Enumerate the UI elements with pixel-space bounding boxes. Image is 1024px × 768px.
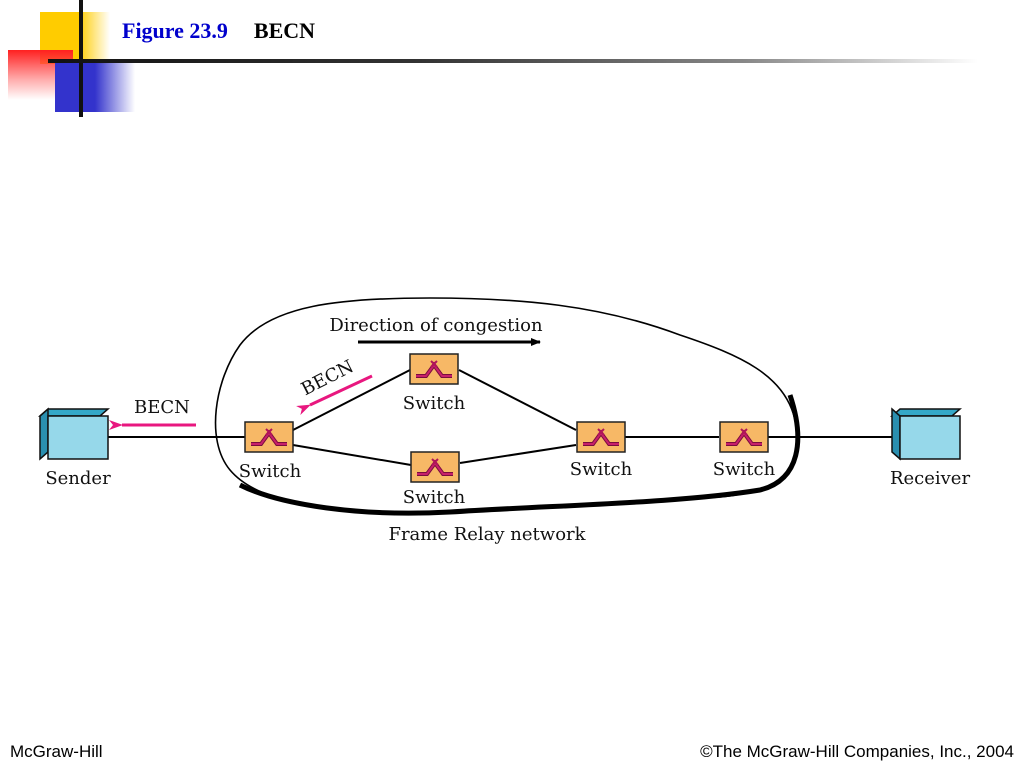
- link-switch1-switch2: [292, 369, 411, 431]
- decor-blue-square: [55, 62, 135, 112]
- link-switch1-switch3: [292, 444, 412, 466]
- receiver-label: Receiver: [890, 468, 971, 489]
- switch-3-icon: [409, 450, 461, 484]
- becn-inside-label: BECN: [298, 356, 357, 400]
- footer-copyright: ©The McGraw-Hill Companies, Inc., 2004: [700, 742, 1014, 761]
- decor-vertical-line: [79, 0, 83, 117]
- becn-inside-arrow: [296, 374, 373, 416]
- direction-of-congestion-label: Direction of congestion: [329, 315, 543, 336]
- receiver-host-icon: [890, 407, 962, 461]
- switch-2-label: Switch: [403, 393, 466, 414]
- becn-outside-label: BECN: [134, 397, 190, 418]
- figure-title: BECN: [253, 18, 316, 43]
- sender-host-icon: [38, 407, 110, 461]
- switch-1-icon: [243, 420, 295, 454]
- link-switch3-switch4: [459, 444, 577, 464]
- footer-publisher: McGraw-Hill: [10, 742, 103, 761]
- switch-4-icon: [575, 420, 627, 454]
- slide-title: Figure 23.9 BECN: [122, 18, 315, 44]
- switch-5-icon: [718, 420, 770, 454]
- link-switch2-switch4: [458, 369, 577, 431]
- frame-relay-cloud-thick-edge: [238, 394, 801, 516]
- decor-horizontal-line: [48, 59, 978, 63]
- switch-4-label: Switch: [570, 459, 633, 480]
- sender-label: Sender: [45, 468, 111, 489]
- switch-5-label: Switch: [713, 459, 776, 480]
- figure-number: Figure 23.9: [122, 18, 228, 43]
- switch-1-label: Switch: [239, 461, 302, 482]
- switch-2-icon: [408, 352, 460, 386]
- switch-3-label: Switch: [403, 487, 466, 508]
- frame-relay-network-label: Frame Relay network: [388, 524, 586, 545]
